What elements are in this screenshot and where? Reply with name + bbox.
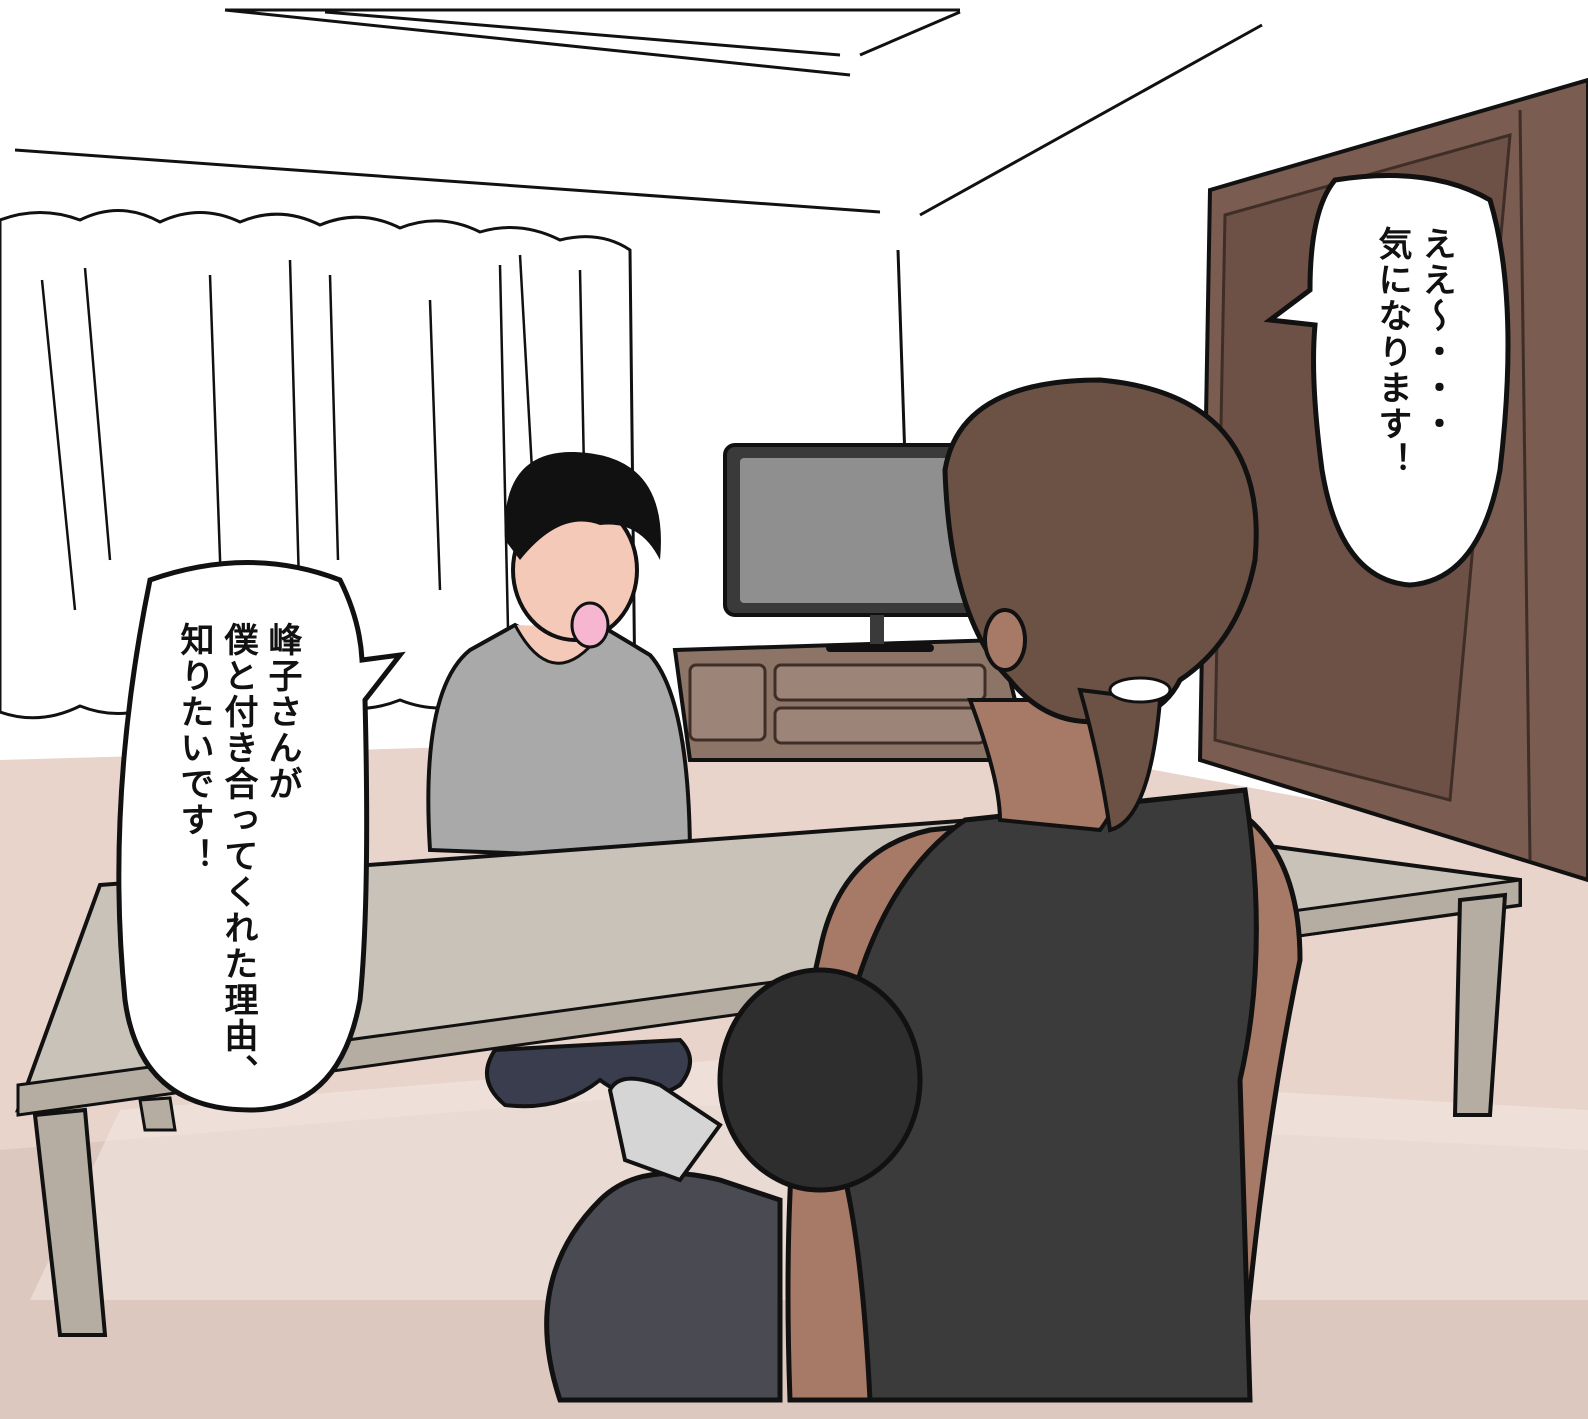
wall-corner	[896, 249, 907, 461]
speech-left-text: 峰子さんが 僕と付き合ってくれた理由、 知りたいです！	[172, 622, 304, 1090]
speech-bubble-right	[1263, 173, 1511, 588]
speech-right-text: ええ～・・・ 気になります！	[1370, 226, 1458, 478]
woman-character	[544, 377, 1303, 1403]
speech-right-line-1: ええ～・・・	[1416, 226, 1456, 442]
speech-left-line-1: 峰子さんが	[262, 622, 302, 802]
ceiling-lines	[14, 8, 1263, 217]
tv-stand	[672, 637, 1033, 762]
speech-bubble-left	[116, 560, 406, 1113]
speech-left-line-3: 知りたいです！	[174, 622, 214, 874]
boy-character	[426, 451, 693, 1109]
speech-left-line-2: 僕と付き合ってくれた理由、	[218, 622, 258, 1090]
speech-right-line-2: 気になります！	[1372, 226, 1412, 478]
